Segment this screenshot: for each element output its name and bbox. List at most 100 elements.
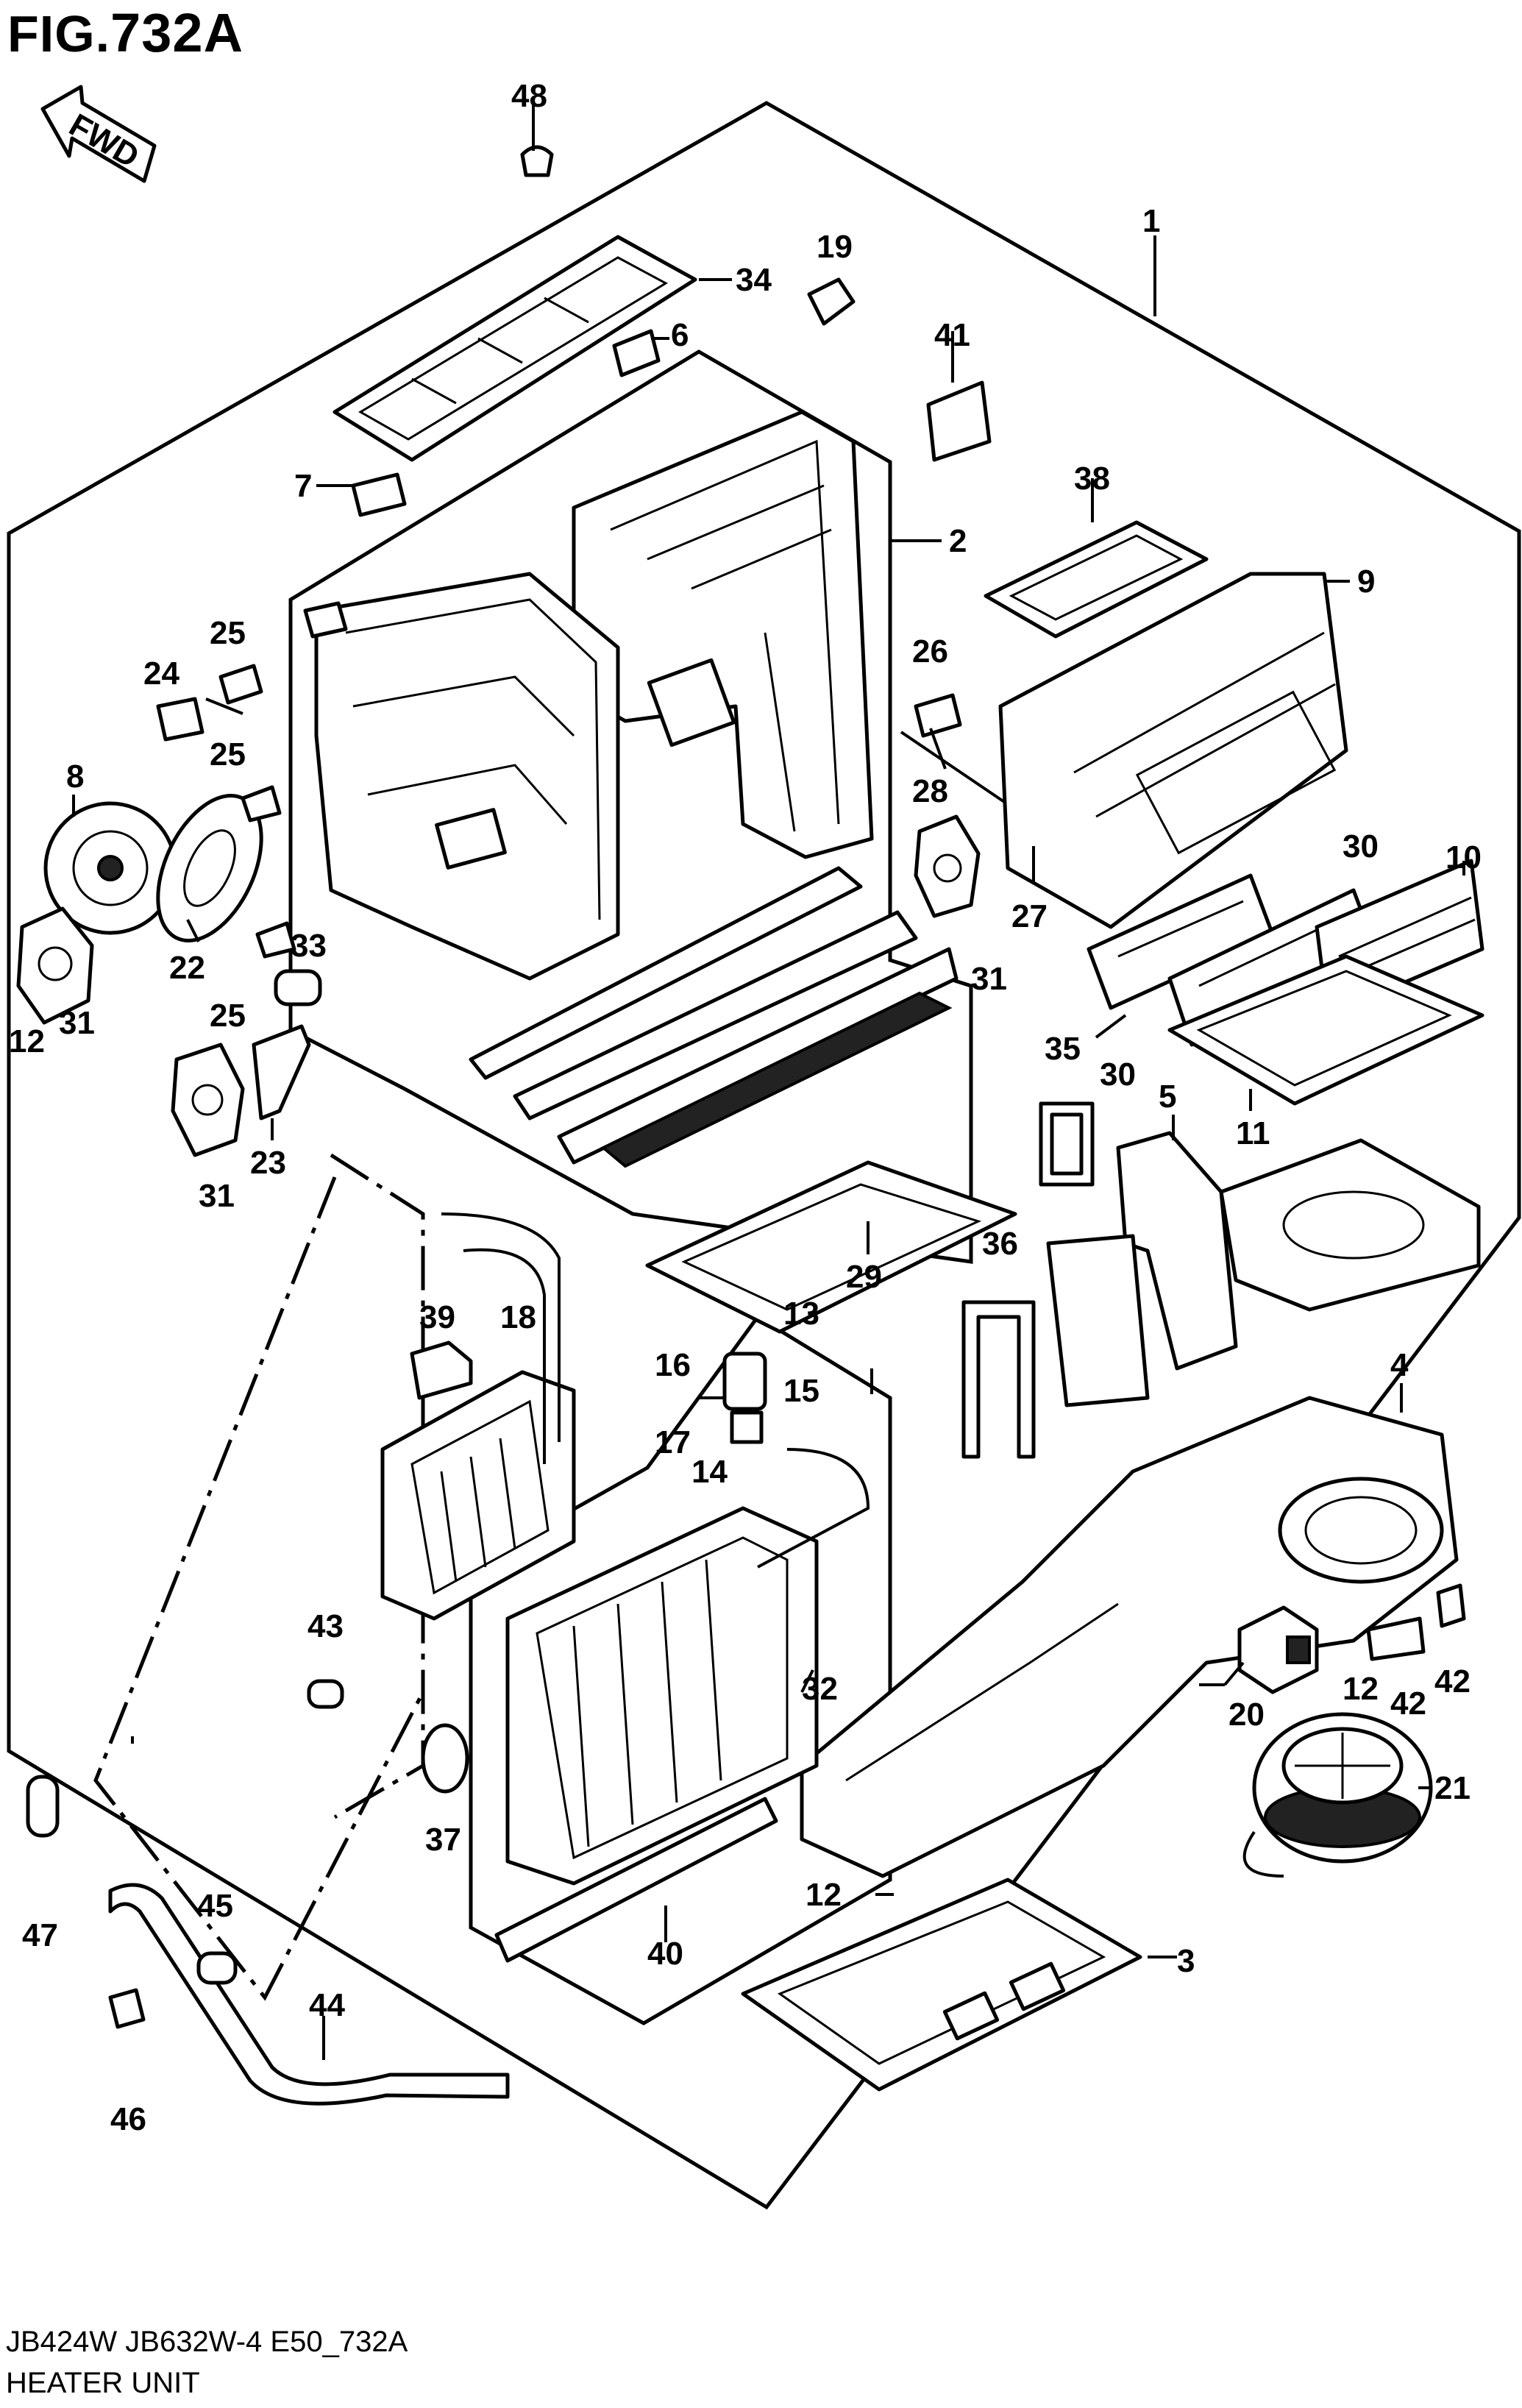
callout-31-right: 31 bbox=[971, 961, 1007, 997]
mode-doors bbox=[469, 866, 1017, 1334]
callout-48: 48 bbox=[511, 78, 547, 114]
callout-42-right: 42 bbox=[1434, 1663, 1471, 1700]
servo-motor-31-lower bbox=[171, 1043, 245, 1157]
callout-25-mid: 25 bbox=[210, 736, 246, 773]
evaporator-frame bbox=[469, 1314, 892, 2025]
forward-arrow-icon: FWD bbox=[40, 85, 157, 183]
callout-8: 8 bbox=[66, 759, 84, 795]
callout-30-right: 30 bbox=[1343, 828, 1379, 864]
callout-13: 13 bbox=[783, 1296, 819, 1332]
filter-label-41 bbox=[926, 380, 992, 462]
callout-37: 37 bbox=[425, 1822, 461, 1858]
grommet-37 bbox=[421, 1723, 469, 1794]
callout-23: 23 bbox=[250, 1145, 286, 1181]
callout-35: 35 bbox=[1045, 1031, 1081, 1067]
callout-43: 43 bbox=[307, 1608, 344, 1644]
callout-44: 44 bbox=[309, 1987, 345, 2023]
assembly-frame-outer bbox=[7, 101, 1521, 2210]
clamp-43 bbox=[307, 1679, 344, 1709]
callout-25-low: 25 bbox=[210, 998, 246, 1034]
callout-36: 36 bbox=[982, 1226, 1018, 1262]
leader-lines bbox=[72, 103, 1465, 2060]
servo-motor-31-left bbox=[16, 906, 94, 1025]
case-upper-half bbox=[572, 410, 874, 859]
callout-16: 16 bbox=[655, 1347, 691, 1383]
callout-17: 17 bbox=[655, 1424, 691, 1460]
callout-29: 29 bbox=[846, 1259, 882, 1295]
callout-31-left: 31 bbox=[59, 1005, 95, 1041]
callout-5: 5 bbox=[1159, 1079, 1176, 1115]
callout-20: 20 bbox=[1228, 1697, 1265, 1733]
callout-40: 40 bbox=[647, 1936, 683, 1972]
callout-24: 24 bbox=[143, 656, 179, 692]
callout-18: 18 bbox=[500, 1299, 536, 1335]
callout-12-right: 12 bbox=[1343, 1671, 1379, 1707]
figure-title-prefix: FIG. bbox=[7, 5, 111, 63]
callout-47: 47 bbox=[22, 1917, 58, 1953]
callout-33: 33 bbox=[291, 928, 327, 964]
duct-5 bbox=[1046, 1131, 1238, 1407]
callout-11: 11 bbox=[1236, 1115, 1270, 1151]
callout-42-left: 42 bbox=[1390, 1686, 1426, 1722]
callout-25-top: 25 bbox=[210, 615, 246, 651]
callout-labels: 1 2 3 4 5 6 7 8 9 10 11 12 12 12 13 14 1… bbox=[9, 78, 1482, 2137]
callout-19: 19 bbox=[817, 229, 853, 265]
callout-6: 6 bbox=[671, 317, 689, 353]
bracket-39 bbox=[410, 1340, 473, 1400]
callout-4: 4 bbox=[1390, 1347, 1409, 1383]
callout-10: 10 bbox=[1445, 839, 1482, 876]
callout-46: 46 bbox=[110, 2101, 146, 2137]
filter-11 bbox=[1167, 954, 1484, 1106]
callout-45: 45 bbox=[197, 1888, 233, 1924]
label-42-b bbox=[1436, 1583, 1466, 1628]
intake-case-9 bbox=[998, 572, 1348, 929]
clamp-45 bbox=[196, 1951, 238, 1985]
callout-31-lower: 31 bbox=[199, 1178, 235, 1214]
drain-hose-44 bbox=[108, 1883, 510, 2106]
callout-38: 38 bbox=[1074, 461, 1110, 497]
callout-7: 7 bbox=[294, 468, 312, 504]
label-42-a bbox=[1366, 1616, 1426, 1661]
callout-3: 3 bbox=[1177, 1943, 1195, 1979]
clip-46 bbox=[108, 1988, 146, 2029]
callout-30-left: 30 bbox=[1100, 1056, 1136, 1093]
seal-35 bbox=[1039, 1101, 1095, 1187]
servo-motor-31-right bbox=[914, 814, 981, 918]
model-code: JB424W JB632W-4 E50_732A bbox=[6, 2326, 408, 2358]
callout-14: 14 bbox=[691, 1454, 728, 1490]
lower-case-3 bbox=[741, 1878, 1142, 2092]
case-lower-half bbox=[314, 572, 620, 981]
blower-upper-case bbox=[1219, 1138, 1481, 1312]
evaporator-core bbox=[505, 1448, 870, 1886]
callout-28: 28 bbox=[912, 773, 948, 809]
callout-12-lower: 12 bbox=[806, 1877, 842, 1913]
callout-34: 34 bbox=[736, 262, 772, 298]
resistor-20 bbox=[1237, 1605, 1319, 1694]
section-name: HEATER UNIT bbox=[6, 2367, 200, 2399]
figure-number: 732A bbox=[110, 2, 244, 63]
callout-41: 41 bbox=[934, 317, 970, 353]
filter-gasket-34 bbox=[333, 235, 697, 462]
callout-26: 26 bbox=[912, 633, 948, 670]
heater-core-18 bbox=[380, 1212, 576, 1621]
link-cover-22 bbox=[156, 794, 263, 942]
callout-21: 21 bbox=[1434, 1770, 1471, 1806]
seal-40 bbox=[494, 1797, 778, 1963]
callout-15: 15 bbox=[783, 1373, 819, 1409]
blower-motor-21 bbox=[1242, 1712, 1433, 1878]
callout-22: 22 bbox=[169, 950, 205, 986]
expansion-valve-16 bbox=[722, 1352, 767, 1444]
grommet-47 bbox=[26, 1775, 60, 1838]
callout-27: 27 bbox=[1011, 898, 1048, 934]
blower-actuator-8 bbox=[43, 801, 177, 935]
seal-36 bbox=[961, 1300, 1036, 1459]
callout-9: 9 bbox=[1357, 564, 1375, 600]
figure-title: FIG.732A bbox=[7, 6, 243, 60]
link-lever-23 bbox=[252, 1024, 311, 1120]
hose-group-frame bbox=[93, 1176, 425, 2001]
seal-38 bbox=[984, 520, 1209, 639]
callout-1: 1 bbox=[1142, 203, 1160, 239]
callout-39: 39 bbox=[419, 1299, 455, 1335]
blower-case-4 bbox=[800, 1396, 1459, 1878]
